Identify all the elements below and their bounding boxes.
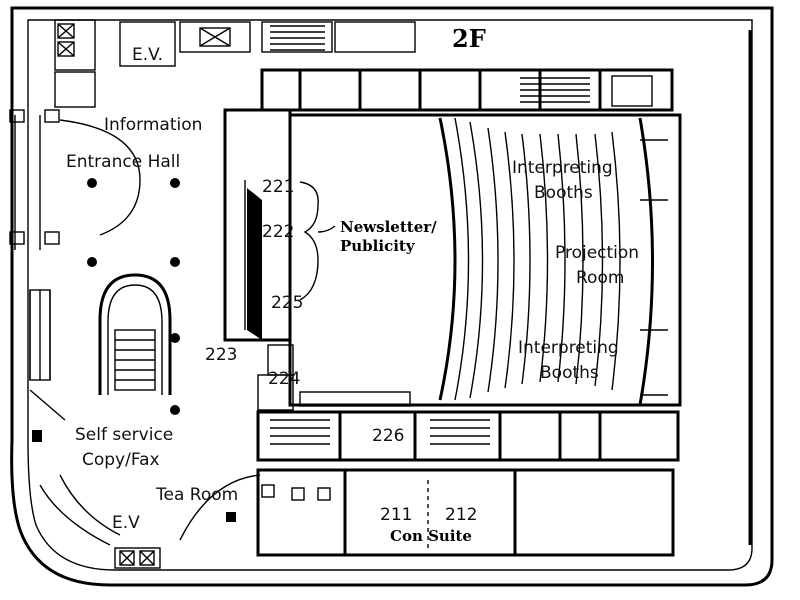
- meeting-rooms-stack: [223, 108, 336, 411]
- self-service-line2: Copy/Fax: [82, 450, 160, 470]
- building-outline: [10, 6, 774, 587]
- room-223-label: 223: [205, 345, 237, 365]
- newsletter-label-line1: Newsletter/: [340, 218, 437, 236]
- auditorium: [288, 113, 682, 407]
- interpreting-booths-bottom-line1: Interpreting: [518, 338, 619, 358]
- interpreting-booths-top-line1: Interpreting: [512, 158, 613, 178]
- room-224-label: 224: [268, 369, 300, 389]
- bottom-rooms: [39, 410, 680, 569]
- projection-room-line2: Room: [576, 268, 624, 288]
- room-226-label: 226: [372, 426, 404, 446]
- interpreting-booths-bottom-line2: Booths: [540, 363, 599, 383]
- room-222-label: 222: [262, 222, 294, 242]
- room-225-label: 225: [271, 293, 303, 313]
- room-211-label: 211: [380, 505, 412, 525]
- entrance-hall: [9, 109, 180, 442]
- information-label: Information: [104, 115, 202, 135]
- elevator-label-top: E.V.: [132, 45, 163, 65]
- projection-room-line1: Projection: [555, 243, 639, 263]
- room-221-label: 221: [262, 177, 294, 197]
- interpreting-booths-top-line2: Booths: [534, 183, 593, 203]
- top-service-rooms: [54, 19, 674, 112]
- elevator-label-bottom: E.V: [112, 513, 140, 533]
- floor-label: 2F: [452, 24, 486, 53]
- tea-room-label: Tea Room: [155, 485, 238, 505]
- self-service-line1: Self service: [75, 425, 173, 445]
- entrance-hall-label: Entrance Hall: [66, 152, 180, 172]
- newsletter-label-line2: Publicity: [340, 237, 416, 255]
- room-212-label: 212: [445, 505, 477, 525]
- con-suite-label: Con Suite: [390, 527, 472, 545]
